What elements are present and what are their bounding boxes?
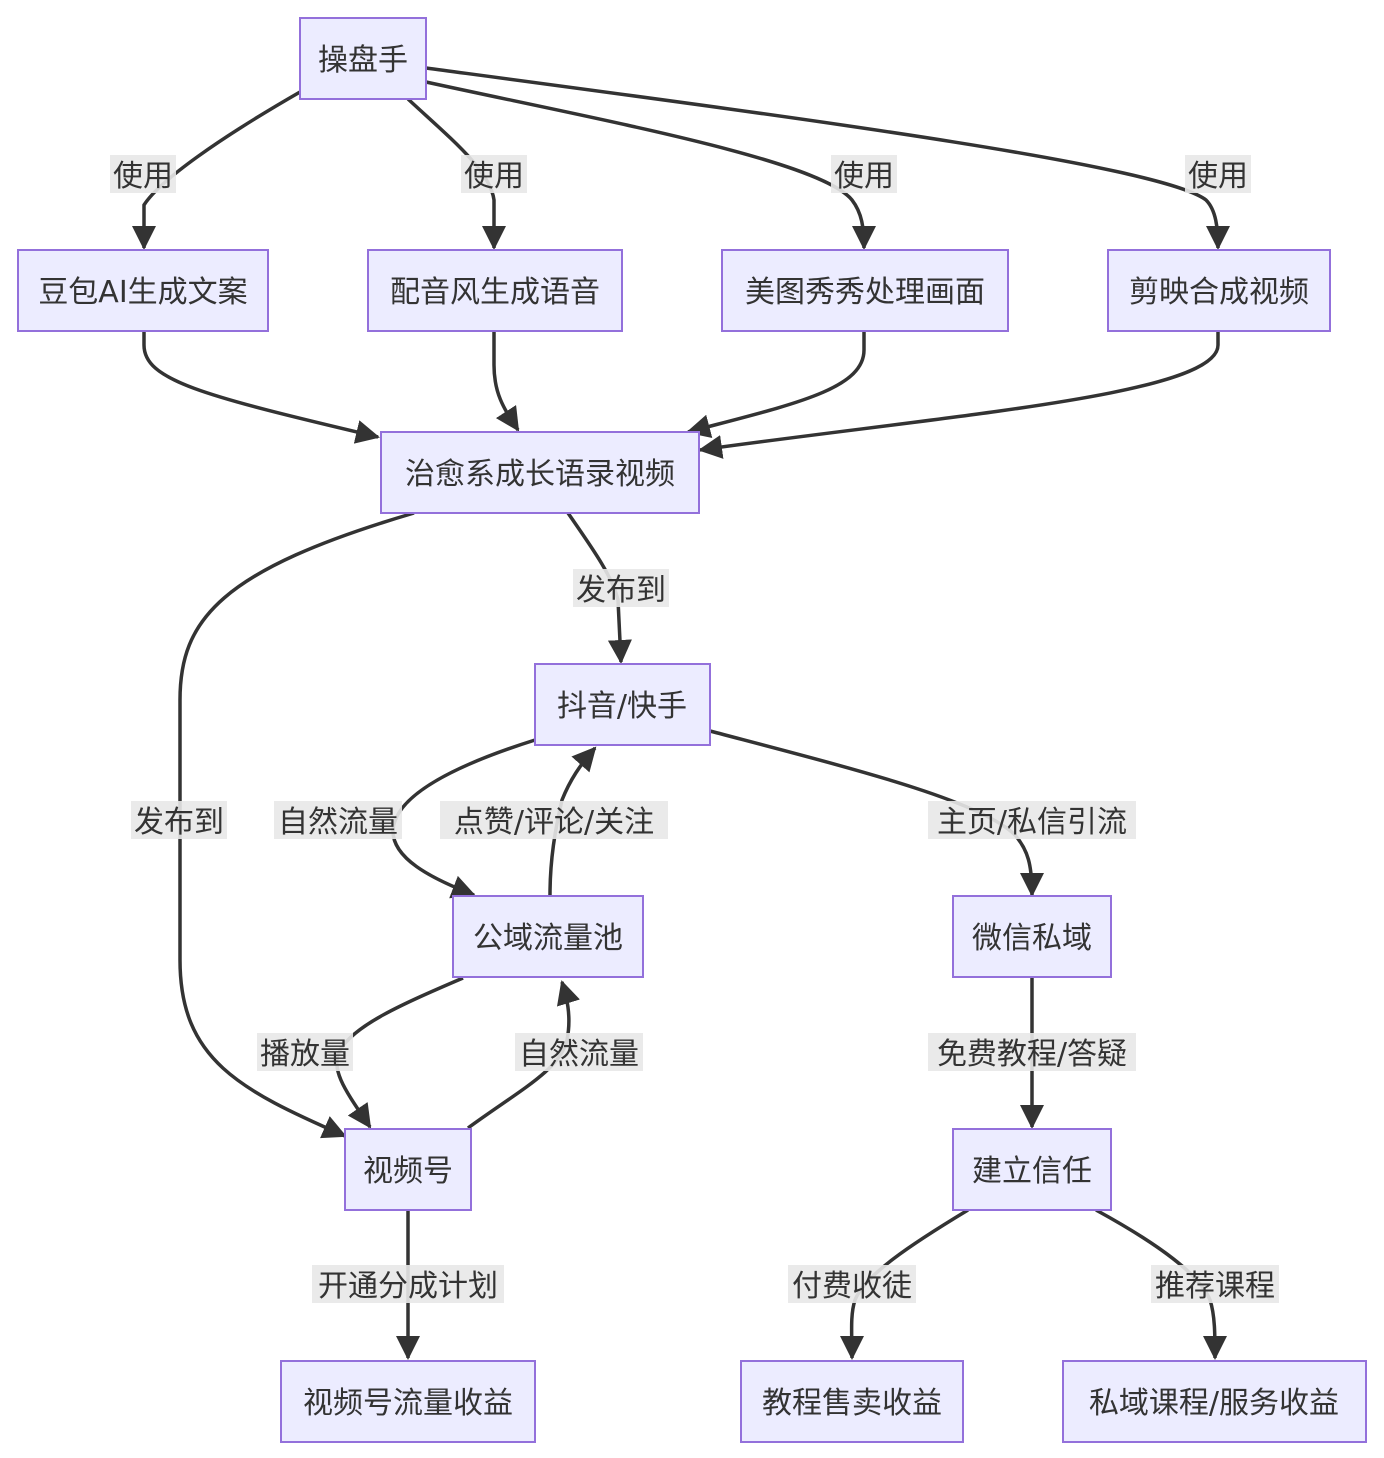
edge-label-use-4: 使用 <box>1185 155 1251 194</box>
edge-operator-meitu <box>425 80 876 250</box>
node-video: 治愈系成长语录视频 <box>380 431 700 514</box>
svg-text:公域流量池: 公域流量池 <box>473 921 623 956</box>
edge-operator-jianying <box>425 66 1230 250</box>
node-doubao: 豆包AI生成文案 <box>17 249 269 332</box>
svg-text:播放量: 播放量 <box>260 1037 350 1072</box>
edge-meitu-video <box>686 331 866 438</box>
svg-text:教程售卖收益: 教程售卖收益 <box>762 1386 942 1421</box>
node-tutorial-income: 教程售卖收益 <box>740 1360 964 1443</box>
svg-text:自然流量: 自然流量 <box>519 1037 639 1072</box>
svg-text:抖音/快手: 抖音/快手 <box>557 689 687 724</box>
edge-label-paid-apprentice: 付费收徒 <box>788 1265 916 1304</box>
svg-text:视频号: 视频号 <box>363 1154 453 1189</box>
svg-text:私域课程/服务收益: 私域课程/服务收益 <box>1089 1386 1339 1421</box>
edge-peiyinfeng-video <box>492 331 520 432</box>
node-private-income: 私域课程/服务收益 <box>1062 1360 1367 1443</box>
svg-text:治愈系成长语录视频: 治愈系成长语录视频 <box>405 457 675 492</box>
svg-text:剪映合成视频: 剪映合成视频 <box>1129 275 1309 310</box>
node-jianying: 剪映合成视频 <box>1107 249 1331 332</box>
svg-text:发布到: 发布到 <box>576 573 666 608</box>
edge-label-free-tutorial: 免费教程/答疑 <box>928 1033 1136 1072</box>
svg-text:推荐课程: 推荐课程 <box>1155 1269 1275 1304</box>
svg-text:开通分成计划: 开通分成计划 <box>318 1269 498 1304</box>
svg-text:豆包AI生成文案: 豆包AI生成文案 <box>38 275 247 310</box>
edge-label-use-3: 使用 <box>831 155 897 194</box>
node-channels: 视频号 <box>344 1128 472 1211</box>
svg-text:自然流量: 自然流量 <box>278 805 398 840</box>
svg-text:主页/私信引流: 主页/私信引流 <box>937 805 1127 840</box>
node-pool: 公域流量池 <box>452 895 644 978</box>
edge-operator-doubao <box>132 90 301 250</box>
edge-label-play-count: 播放量 <box>257 1033 353 1072</box>
edge-jianying-video <box>698 331 1220 459</box>
svg-text:使用: 使用 <box>113 159 173 194</box>
svg-text:免费教程/答疑: 免费教程/答疑 <box>937 1037 1127 1072</box>
edge-label-use-1: 使用 <box>110 155 176 194</box>
svg-text:配音风生成语音: 配音风生成语音 <box>390 275 600 310</box>
svg-text:微信私域: 微信私域 <box>972 921 1092 956</box>
edge-label-engagement: 点赞/评论/关注 <box>440 801 668 840</box>
edge-label-use-2: 使用 <box>461 155 527 194</box>
node-wechat: 微信私域 <box>952 895 1112 978</box>
edge-label-revenue-share: 开通分成计划 <box>312 1265 504 1304</box>
edge-label-natural-traffic-1: 自然流量 <box>274 801 402 840</box>
svg-text:点赞/评论/关注: 点赞/评论/关注 <box>454 805 654 840</box>
svg-text:使用: 使用 <box>1188 159 1248 194</box>
edge-pool-douyin <box>548 746 597 896</box>
svg-text:使用: 使用 <box>834 159 894 194</box>
edge-video-channels <box>178 511 415 1139</box>
svg-text:使用: 使用 <box>464 159 524 194</box>
svg-text:发布到: 发布到 <box>134 805 224 840</box>
svg-text:建立信任: 建立信任 <box>972 1154 1092 1189</box>
svg-text:美图秀秀处理画面: 美图秀秀处理画面 <box>745 275 985 310</box>
edge-label-recommend-course: 推荐课程 <box>1151 1265 1279 1304</box>
node-operator: 操盘手 <box>299 17 427 100</box>
svg-text:付费收徒: 付费收徒 <box>792 1269 912 1304</box>
edge-label-publish-douyin: 发布到 <box>573 569 669 608</box>
edge-label-homepage-dm: 主页/私信引流 <box>928 801 1136 840</box>
edge-doubao-video <box>142 331 380 444</box>
edge-label-natural-traffic-2: 自然流量 <box>515 1033 643 1072</box>
node-douyin: 抖音/快手 <box>534 663 711 746</box>
svg-text:操盘手: 操盘手 <box>318 43 408 78</box>
node-peiyinfeng: 配音风生成语音 <box>367 249 623 332</box>
edge-label-publish-channels: 发布到 <box>131 801 227 840</box>
node-channels-income: 视频号流量收益 <box>280 1360 536 1443</box>
node-meitu: 美图秀秀处理画面 <box>721 249 1009 332</box>
node-trust: 建立信任 <box>952 1128 1112 1211</box>
edge-pool-channels <box>335 976 464 1129</box>
svg-text:视频号流量收益: 视频号流量收益 <box>303 1386 513 1421</box>
